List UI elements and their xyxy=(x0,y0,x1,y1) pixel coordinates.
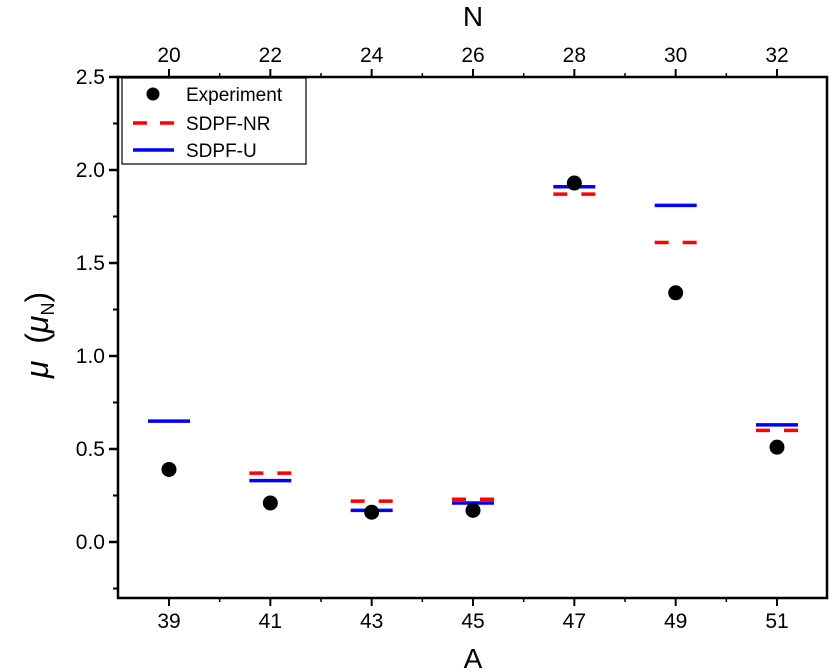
legend-item-sdpf-nr: SDPF-NR xyxy=(133,114,270,135)
x-tick-label: 51 xyxy=(765,610,788,633)
legend-item-experiment: Experiment xyxy=(146,85,283,106)
legend-label: Experiment xyxy=(186,85,283,106)
y-tick-label: 2.5 xyxy=(76,66,105,89)
x2-tick-label: 20 xyxy=(157,44,180,67)
y-tick-label: 1.5 xyxy=(76,252,105,275)
x-tick-label: 41 xyxy=(259,610,282,633)
experiment-point xyxy=(566,175,582,191)
x-tick-label: 45 xyxy=(461,610,484,633)
y-axis-title-unit-sub: N xyxy=(38,303,58,316)
x-axis-bottom: 39 41 43 45 47 49 51 xyxy=(157,598,789,633)
x2-tick-label: 24 xyxy=(360,44,384,67)
legend-label: SDPF-NR xyxy=(186,114,270,135)
series-layer xyxy=(148,175,798,520)
x2-tick-label: 22 xyxy=(259,44,282,67)
x2-axis-title: N xyxy=(463,1,483,32)
x-axis-title: A xyxy=(464,643,483,671)
experiment-point xyxy=(769,439,785,455)
legend: Experiment SDPF-NR SDPF-U xyxy=(121,77,307,165)
y-tick-label: 2.0 xyxy=(76,159,105,182)
x2-tick-label: 26 xyxy=(461,44,484,67)
x-tick-label: 39 xyxy=(157,610,180,633)
legend-label: SDPF-U xyxy=(186,141,257,162)
x-tick-label: 49 xyxy=(664,610,687,633)
experiment-point xyxy=(668,285,684,301)
x2-tick-label: 30 xyxy=(664,44,687,67)
legend-item-sdpf-u: SDPF-U xyxy=(133,141,257,162)
y-axis-title-unit: μ xyxy=(19,315,55,334)
legend-marker-circle-icon xyxy=(146,87,160,101)
y-tick-label: 1.0 xyxy=(76,345,105,368)
y-axis-title: μ (μN) xyxy=(19,292,58,379)
experiment-point xyxy=(161,461,177,477)
y-tick-label: 0.0 xyxy=(76,531,105,554)
y-axis-title-symbol: μ xyxy=(19,360,55,379)
y-axis: 0.0 0.5 1.0 1.5 2.0 2.5 xyxy=(76,66,118,590)
x-tick-label: 47 xyxy=(563,610,586,633)
svg-text:μ (μN): μ (μN) xyxy=(19,292,58,379)
experiment-point xyxy=(364,504,380,520)
y-tick-label: 0.5 xyxy=(76,438,105,461)
x2-tick-label: 32 xyxy=(765,44,788,67)
x-axis-top: 20 22 24 26 28 30 32 xyxy=(157,44,789,77)
experiment-point xyxy=(262,495,278,511)
x-tick-label: 43 xyxy=(360,610,383,633)
experiment-point xyxy=(465,502,481,518)
x2-tick-label: 28 xyxy=(563,44,586,67)
